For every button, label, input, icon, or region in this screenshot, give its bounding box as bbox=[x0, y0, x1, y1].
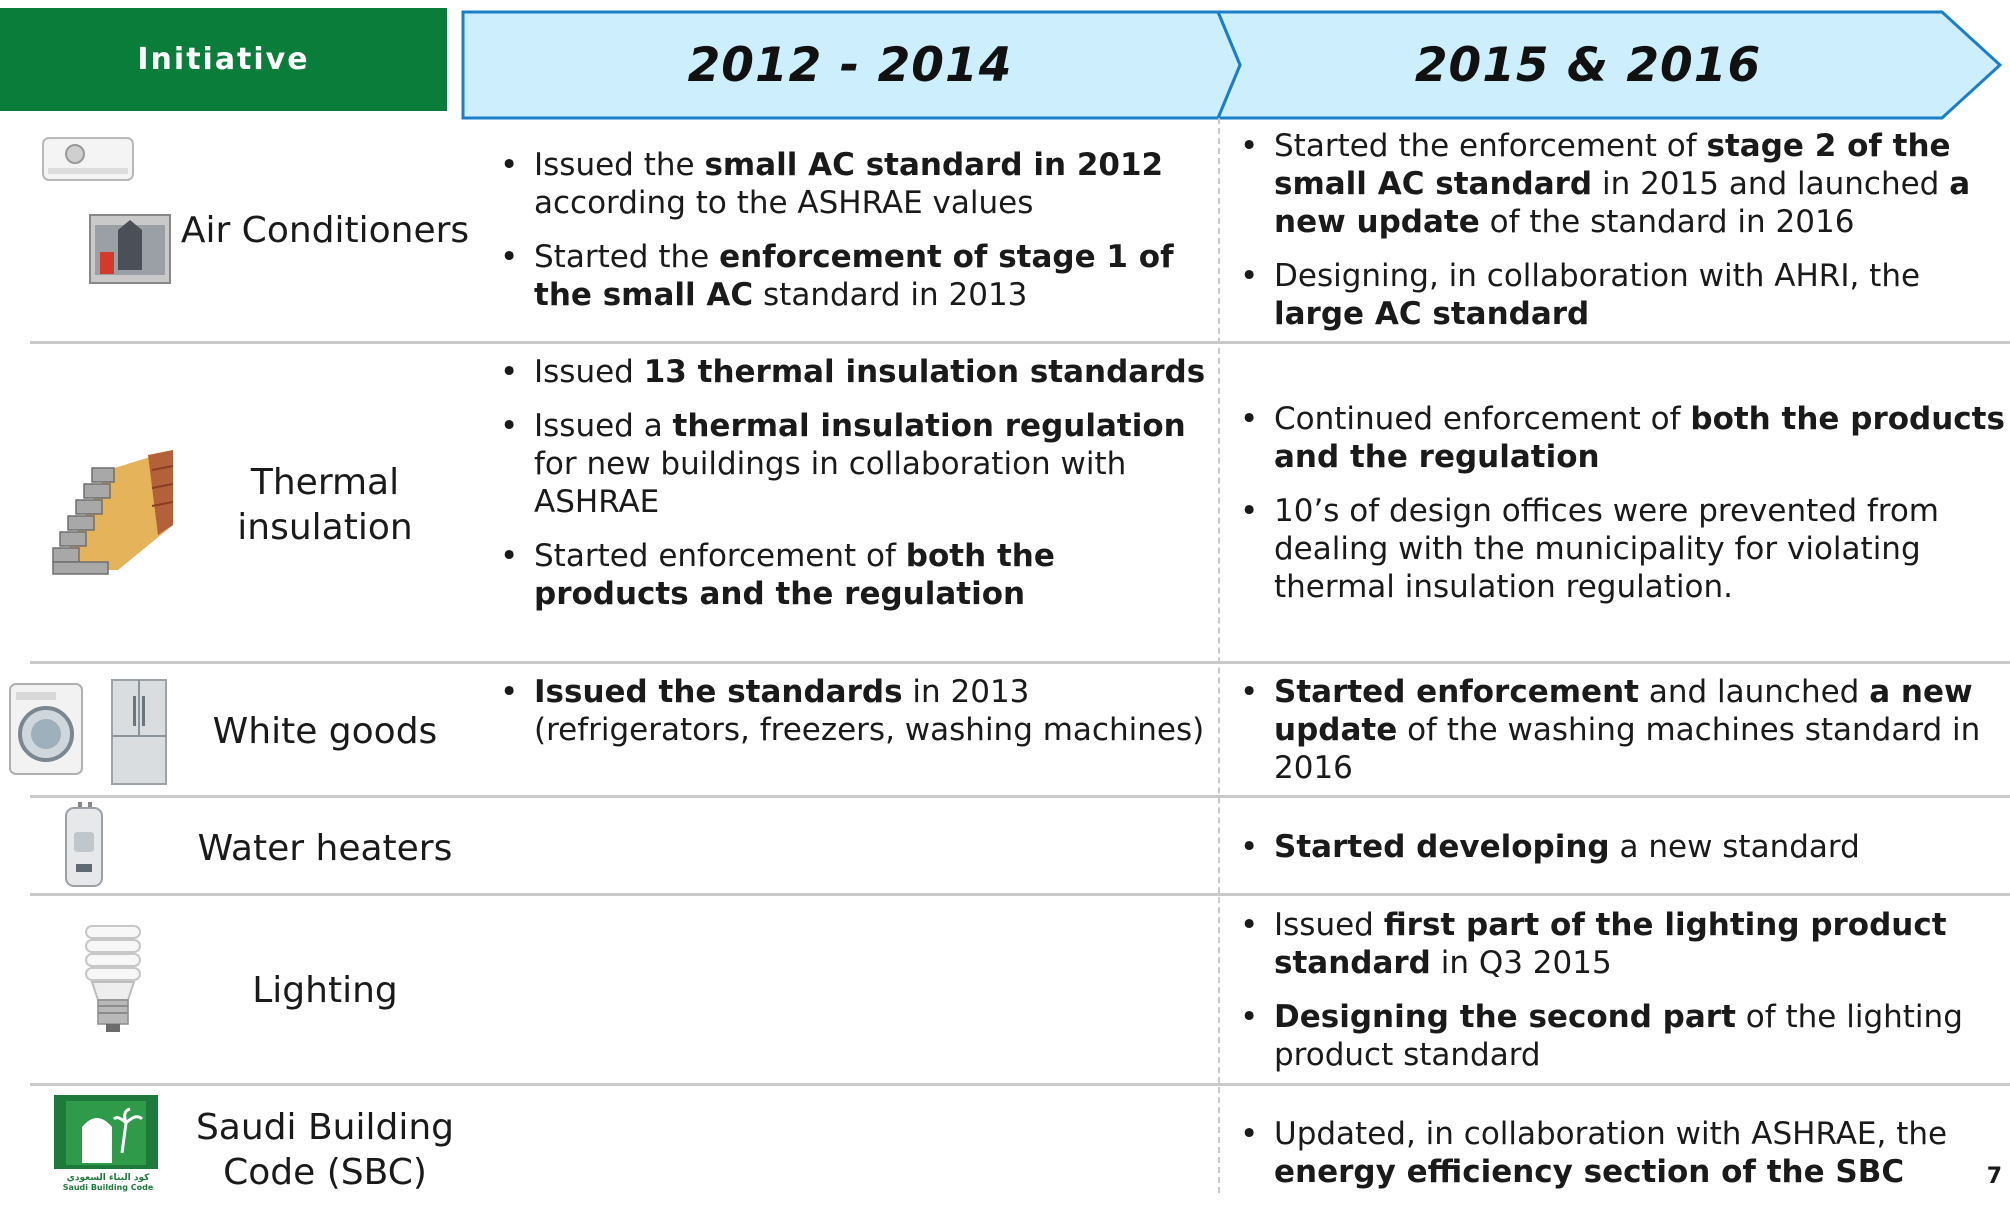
ac-2015-2016-list: Started the enforcement of stage 2 of th… bbox=[1236, 127, 2006, 349]
bullet-item: Updated, in collaboration with ASHRAE, t… bbox=[1236, 1115, 1981, 1191]
period-2015-2016: 2015 & 2016 bbox=[1414, 37, 1762, 93]
bullet-bold-text: Designing the second part bbox=[1274, 999, 1736, 1035]
row-divider bbox=[30, 661, 2010, 664]
saudi-building-code-logo: كود البناء السعودي Saudi Building Code bbox=[52, 1095, 164, 1192]
bullet-text: in 2013 (refrigerators, freezers, washin… bbox=[534, 674, 1205, 748]
cfl-bulb-icon bbox=[85, 925, 141, 1032]
bullet-text: Started enforcement of bbox=[534, 538, 906, 574]
thermal-2012-2014-list: Issued 13 thermal insulation standardsIs… bbox=[496, 353, 1206, 629]
water-heater-icon bbox=[65, 802, 103, 887]
initiative-header-label: Initiative bbox=[137, 42, 310, 77]
bullet-bold-text: Started developing bbox=[1274, 829, 1610, 865]
label-water-heaters: Water heaters bbox=[197, 827, 453, 869]
bullet-text: according to the ASHRAE values bbox=[534, 185, 1034, 221]
bullet-bold-text: first part of the lighting product stand… bbox=[1274, 907, 1947, 981]
bullet-bold-text: a new update bbox=[1274, 166, 1971, 240]
bullet-text: Continued enforcement of bbox=[1274, 401, 1691, 437]
bullet-bold-text: energy efficiency section of the SBC bbox=[1274, 1154, 1905, 1190]
ac-2012-2014-list: Issued the small AC standard in 2012 acc… bbox=[496, 146, 1206, 330]
sbc-2015-2016-list: Updated, in collaboration with ASHRAE, t… bbox=[1236, 1115, 1981, 1207]
bullet-bold-text: both the products and the regulation bbox=[534, 538, 1055, 612]
bullet-item: Designing, in collaboration with AHRI, t… bbox=[1236, 257, 2006, 333]
bullet-item: Started the enforcement of stage 2 of th… bbox=[1236, 127, 2006, 241]
bullet-text: 10’s of design offices were prevented fr… bbox=[1274, 493, 1939, 605]
thermal-2015-2016-list: Continued enforcement of both the produc… bbox=[1236, 400, 2006, 622]
bullet-text: Started the enforcement of bbox=[1274, 128, 1707, 164]
bullet-bold-text: both the products and the regulation bbox=[1274, 401, 2005, 475]
bullet-text: and launched bbox=[1638, 674, 1870, 710]
row-divider bbox=[30, 795, 2010, 798]
bullet-text: Updated, in collaboration with ASHRAE, t… bbox=[1274, 1116, 1948, 1152]
bullet-text: Designing, in collaboration with AHRI, t… bbox=[1274, 258, 1921, 294]
bullet-item: Designing the second part of the lightin… bbox=[1236, 998, 2006, 1074]
air-conditioner-icon bbox=[42, 137, 171, 284]
label-saudi-building-code: Saudi Building Code (SBC) bbox=[195, 1107, 455, 1193]
bullet-item: Issued the small AC standard in 2012 acc… bbox=[496, 146, 1206, 222]
bullet-bold-text: a new update bbox=[1274, 674, 1973, 748]
bullet-item: 10’s of design offices were prevented fr… bbox=[1236, 492, 2006, 606]
label-air-conditioners: Air Conditioners bbox=[180, 209, 470, 251]
bullet-bold-text: stage 2 of the small AC standard bbox=[1274, 128, 1951, 202]
bullet-item: Issued a thermal insulation regulation f… bbox=[496, 407, 1206, 521]
initiative-header: Initiative bbox=[0, 8, 447, 111]
bullet-text: Started the bbox=[534, 239, 720, 275]
bullet-bold-text: Started enforcement bbox=[1274, 674, 1639, 710]
page-number: 7 bbox=[1986, 1164, 2002, 1189]
period-2012-2014: 2012 - 2014 bbox=[687, 37, 1013, 93]
bullet-text: of the washing machines standard in 2016 bbox=[1274, 712, 1981, 786]
column-divider bbox=[1218, 118, 1220, 1193]
bullet-text: Issued bbox=[1274, 907, 1384, 943]
bullet-text: in 2015 and launched bbox=[1592, 166, 1950, 202]
bullet-bold-text: 13 thermal insulation standards bbox=[643, 354, 1206, 390]
bullet-item: Started enforcement of both the products… bbox=[496, 537, 1206, 613]
washing-machine-fridge-icon bbox=[9, 679, 167, 785]
bullet-text: Issued a bbox=[534, 408, 673, 444]
row-divider bbox=[30, 1083, 2010, 1086]
bullet-text: Issued bbox=[534, 354, 644, 390]
bullet-text: of the lighting product standard bbox=[1274, 999, 1963, 1073]
bullet-item: Started the enforcement of stage 1 of th… bbox=[496, 238, 1206, 314]
bullet-text: standard in 2013 bbox=[753, 277, 1028, 313]
chevron-2012-2014 bbox=[461, 10, 1242, 120]
white-goods-2012-2014-list: Issued the standards in 2013 (refrigerat… bbox=[496, 673, 1206, 765]
row-divider bbox=[30, 893, 2010, 896]
bullet-bold-text: enforcement of stage 1 of the small AC bbox=[534, 239, 1174, 313]
brick-wall-icon bbox=[52, 450, 174, 575]
bullet-bold-text: small AC standard in 2012 bbox=[704, 147, 1164, 183]
bullet-text: of the standard in 2016 bbox=[1479, 204, 1855, 240]
bullet-item: Continued enforcement of both the produc… bbox=[1236, 400, 2006, 476]
white-goods-2015-2016-list: Started enforcement and launched a new u… bbox=[1236, 673, 2006, 803]
bullet-text: a new standard bbox=[1609, 829, 1860, 865]
bullet-bold-text: large AC standard bbox=[1274, 296, 1590, 332]
bullet-item: Issued 13 thermal insulation standards bbox=[496, 353, 1206, 391]
bullet-item: Issued the standards in 2013 (refrigerat… bbox=[496, 673, 1206, 749]
label-lighting: Lighting bbox=[252, 969, 398, 1011]
period-chevrons bbox=[461, 10, 2003, 120]
bullet-bold-text: thermal insulation regulation bbox=[672, 408, 1186, 444]
bullet-text: Issued the bbox=[534, 147, 705, 183]
label-thermal-insulation: Thermal insulation bbox=[237, 462, 413, 548]
bullet-text: for new buildings in collaboration with … bbox=[534, 446, 1127, 520]
bullet-item: Started enforcement and launched a new u… bbox=[1236, 673, 2006, 787]
lighting-2015-2016-list: Issued first part of the lighting produc… bbox=[1236, 906, 2006, 1090]
label-white-goods: White goods bbox=[212, 710, 438, 752]
svg-text:كود البناء السعودي: كود البناء السعودي bbox=[67, 1173, 151, 1183]
water-heaters-2015-2016-list: Started developing a new standard bbox=[1236, 828, 2006, 882]
row-divider bbox=[30, 341, 2010, 344]
bullet-item: Issued first part of the lighting produc… bbox=[1236, 906, 2006, 982]
bullet-text: in Q3 2015 bbox=[1430, 945, 1612, 981]
bullet-bold-text: Issued the standards bbox=[534, 674, 903, 710]
svg-text:Saudi Building Code: Saudi Building Code bbox=[63, 1183, 154, 1192]
bullet-item: Started developing a new standard bbox=[1236, 828, 2006, 866]
